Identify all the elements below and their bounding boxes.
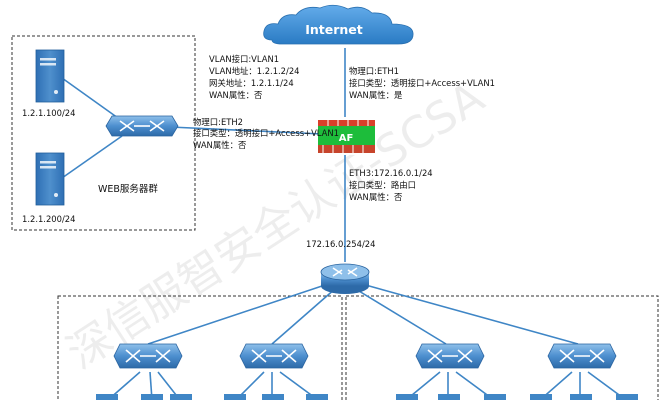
eth3-info-line: WAN属性：否 bbox=[349, 192, 403, 202]
link-server1-switch bbox=[61, 77, 119, 119]
server-1 bbox=[35, 49, 65, 103]
link-core-sw1 bbox=[147, 283, 329, 345]
endpoint bbox=[141, 394, 163, 400]
eth1-info-line: 接口类型：透明接口+Access+VLAN1 bbox=[349, 78, 495, 88]
core-router bbox=[320, 263, 370, 294]
link-core-sw4 bbox=[361, 283, 579, 345]
lower-left-group-box bbox=[57, 295, 343, 400]
link-server2-switch bbox=[61, 135, 123, 179]
access-switch-2 bbox=[239, 343, 309, 369]
vlan-info-line: WAN属性：否 bbox=[209, 90, 263, 100]
eth1-info: 物理口:ETH1 接口类型：透明接口+Access+VLAN1 WAN属性：是 bbox=[349, 66, 495, 100]
endpoints bbox=[96, 394, 638, 400]
eth3-info: ETH3:172.16.0.1/24 接口类型：路由口 WAN属性：否 bbox=[349, 168, 433, 202]
links bbox=[61, 48, 627, 400]
endpoint bbox=[396, 394, 418, 400]
eth2-info-line: 接口类型：透明接口+Access+VLAN1 bbox=[193, 128, 339, 138]
eth3-info-line: 接口类型：路由口 bbox=[349, 180, 416, 190]
vlan-info-line: 网关地址：1.2.1.1/24 bbox=[209, 78, 294, 88]
eth1-info-line: 物理口:ETH1 bbox=[349, 66, 399, 76]
endpoint bbox=[306, 394, 328, 400]
endpoint bbox=[224, 394, 246, 400]
vlan-info-line: VLAN接口:VLAN1 bbox=[209, 54, 279, 64]
server-group-box bbox=[11, 35, 196, 231]
link-switch-af bbox=[169, 126, 323, 135]
vlan-info: VLAN接口:VLAN1 VLAN地址：1.2.1.2/24 网关地址：1.2.… bbox=[209, 54, 300, 100]
access-switch-1 bbox=[113, 343, 183, 369]
server-group-title: WEB服务器群 bbox=[98, 183, 158, 195]
endpoint bbox=[438, 394, 460, 400]
eth2-info-line: 物理口:ETH2 bbox=[193, 117, 243, 127]
eth2-info: 物理口:ETH2 接口类型：透明接口+Access+VLAN1 WAN属性：否 bbox=[193, 117, 339, 150]
server-1-ip: 1.2.1.100/24 bbox=[22, 108, 75, 118]
endpoint bbox=[616, 394, 638, 400]
internet-cloud: Internet bbox=[263, 4, 414, 45]
endpoint bbox=[170, 394, 192, 400]
endpoint bbox=[262, 394, 284, 400]
core-router-ip: 172.16.0.254/24 bbox=[306, 239, 375, 249]
vlan-info-line: VLAN地址：1.2.1.2/24 bbox=[209, 66, 300, 76]
firewall-label: AF bbox=[339, 133, 354, 144]
endpoint bbox=[96, 394, 118, 400]
internet-label: Internet bbox=[305, 22, 363, 37]
firewall-af: AF bbox=[318, 117, 375, 155]
endpoint bbox=[570, 394, 592, 400]
endpoint bbox=[484, 394, 506, 400]
eth2-info-line: WAN属性：否 bbox=[193, 140, 247, 150]
eth1-info-line: WAN属性：是 bbox=[349, 90, 403, 100]
server-2-ip: 1.2.1.200/24 bbox=[22, 214, 75, 224]
access-switch-4 bbox=[547, 343, 617, 369]
access-switch-3 bbox=[415, 343, 485, 369]
link-core-sw3 bbox=[353, 287, 447, 345]
link-core-sw2 bbox=[271, 287, 337, 345]
server-switch bbox=[105, 115, 179, 137]
endpoint bbox=[530, 394, 552, 400]
server-2 bbox=[35, 152, 65, 206]
lower-right-group-box bbox=[345, 295, 659, 400]
eth3-info-line: ETH3:172.16.0.1/24 bbox=[349, 168, 433, 178]
